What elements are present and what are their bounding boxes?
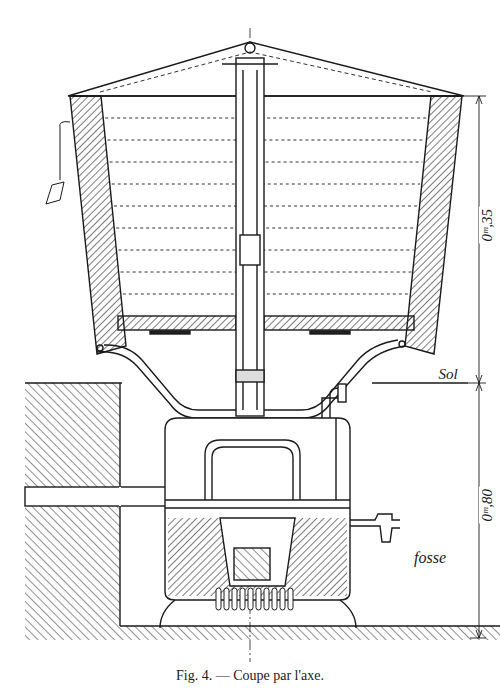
boiler xyxy=(165,499,350,500)
grate-fins xyxy=(216,588,293,610)
boiler xyxy=(168,518,347,596)
water-level-line xyxy=(110,162,423,163)
water-level-line xyxy=(121,272,412,273)
pit-walls xyxy=(25,382,122,383)
fin xyxy=(272,588,277,610)
water-level-line xyxy=(105,118,427,119)
grate xyxy=(310,331,350,334)
fin xyxy=(232,588,237,610)
dimension-label: 0ᵐ,80 xyxy=(479,487,496,524)
figure-caption: Fig. 4. — Coupe par l'axe. xyxy=(174,668,326,683)
central-tube xyxy=(245,43,255,53)
dimension-lines xyxy=(468,383,486,384)
dimension-lines xyxy=(476,96,482,638)
water-level-line xyxy=(107,140,424,141)
boiler xyxy=(350,514,400,542)
pit-walls xyxy=(119,487,121,506)
grate xyxy=(150,331,190,334)
fin xyxy=(240,588,245,610)
water-level-line xyxy=(112,184,420,185)
pit-label: fosse xyxy=(412,549,448,567)
fin xyxy=(288,588,293,610)
grate xyxy=(264,316,414,330)
tub-wall xyxy=(70,95,462,96)
fin xyxy=(264,588,269,610)
lid xyxy=(68,42,464,96)
boiler xyxy=(160,384,400,628)
boiler xyxy=(335,418,336,500)
water-level-line xyxy=(114,206,418,207)
water-level-lines xyxy=(105,118,427,294)
central-tube xyxy=(236,58,264,416)
dimension-lines xyxy=(464,96,486,97)
tub-wall xyxy=(405,96,462,354)
fin xyxy=(216,588,221,610)
central-tube xyxy=(222,63,278,64)
boiler xyxy=(234,548,270,580)
pit-walls xyxy=(119,383,120,626)
funnel xyxy=(399,341,405,347)
pit-walls xyxy=(372,382,468,383)
latch xyxy=(46,122,70,204)
water-level-line xyxy=(123,294,409,295)
lid xyxy=(100,52,432,92)
lid xyxy=(68,42,464,96)
tub-wall xyxy=(70,96,462,354)
ground-label: Sol xyxy=(436,366,459,383)
fin xyxy=(224,588,229,610)
boiler xyxy=(220,518,295,586)
boiler xyxy=(165,418,350,600)
boiler xyxy=(338,384,346,402)
water-level-line xyxy=(118,250,413,251)
grate xyxy=(118,316,236,330)
grate xyxy=(118,316,414,348)
pit-walls xyxy=(120,625,500,626)
fin xyxy=(248,588,253,610)
dimension-lines xyxy=(479,96,480,638)
water-level-line xyxy=(116,228,416,229)
fin xyxy=(280,588,285,610)
fin xyxy=(256,588,261,610)
boiler xyxy=(165,507,350,508)
central-tube xyxy=(240,235,260,265)
central-tube xyxy=(236,370,264,382)
pit-walls xyxy=(25,383,500,640)
pit-walls xyxy=(25,487,167,506)
dimension-lines xyxy=(470,638,486,639)
dimension-lines xyxy=(464,96,486,638)
pit-walls xyxy=(25,626,500,640)
boiler xyxy=(205,440,300,500)
drawing xyxy=(25,28,500,662)
pit-walls xyxy=(25,506,120,626)
funnel xyxy=(97,345,103,351)
boiler xyxy=(212,447,293,500)
dimension-label: 0ᵐ,35 xyxy=(479,207,496,244)
tub-wall xyxy=(70,96,126,354)
central-tube xyxy=(222,43,278,416)
pit-walls xyxy=(25,383,120,487)
